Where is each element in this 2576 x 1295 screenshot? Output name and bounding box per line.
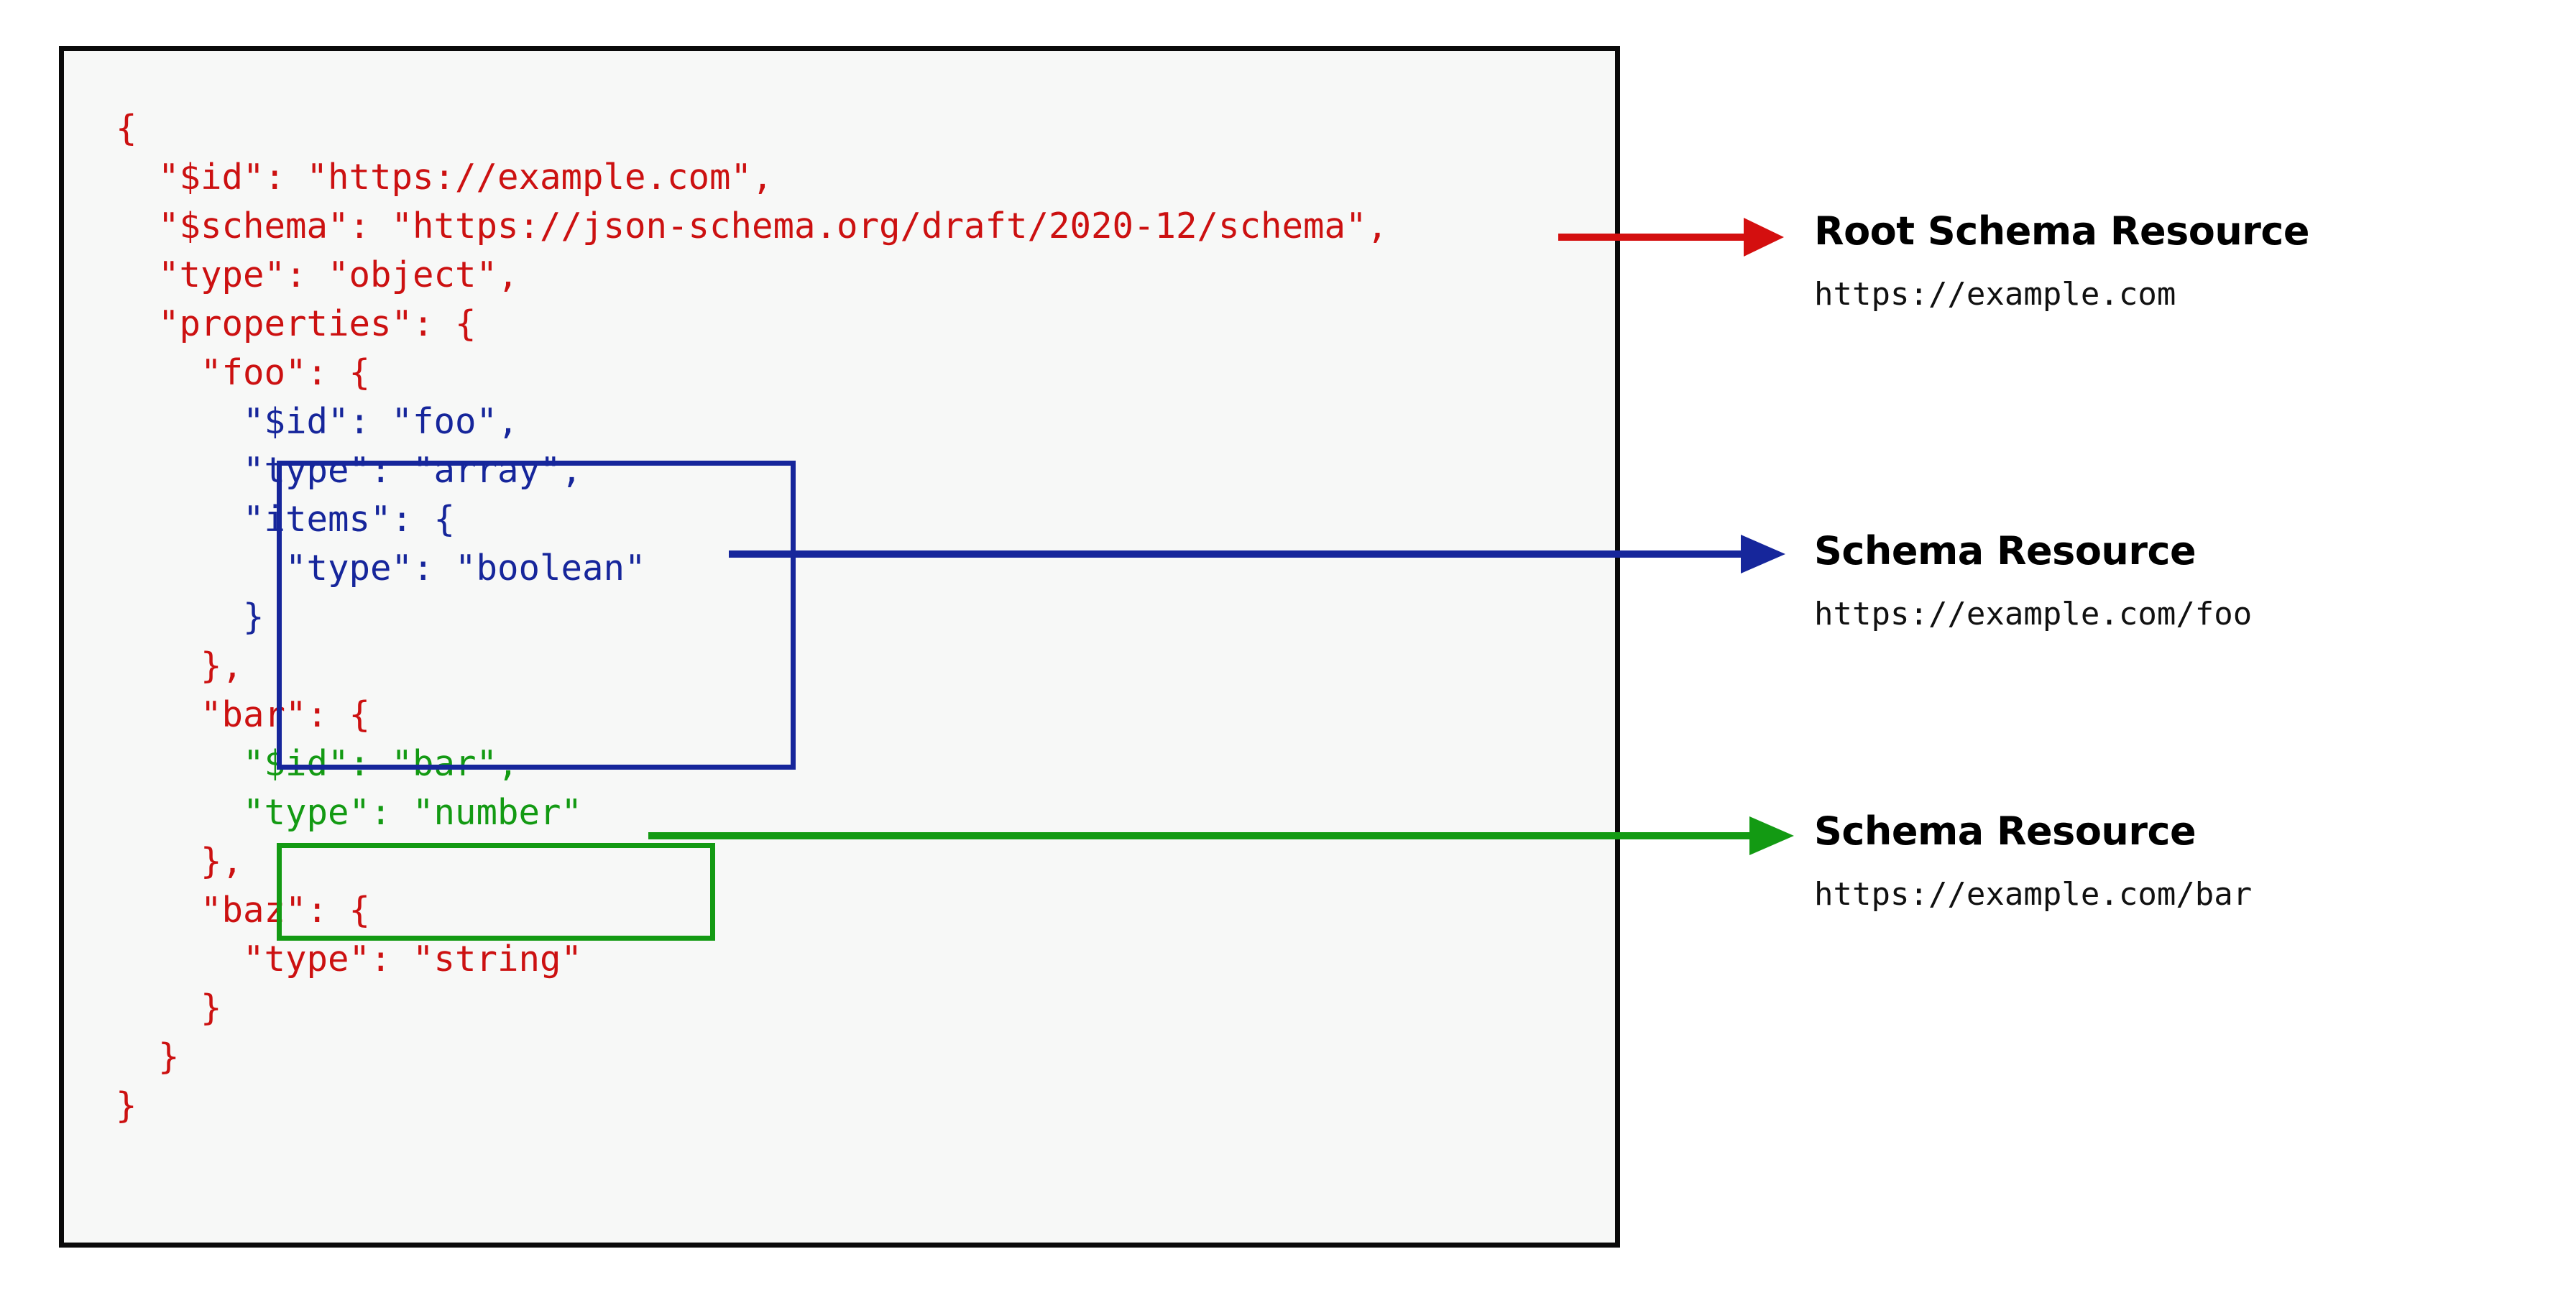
callout-title: Schema Resource — [1814, 528, 2196, 573]
arrow-head-icon — [1744, 218, 1784, 257]
callout-title: Root Schema Resource — [1814, 208, 2310, 254]
code-line: "$schema": "https://json-schema.org/draf… — [116, 206, 1389, 246]
arrow-head-icon — [1749, 816, 1794, 855]
code-line: "$id": "https://example.com", — [116, 157, 773, 198]
code-line: } — [116, 1036, 180, 1077]
json-schema-code-panel: { "$id": "https://example.com", "$schema… — [59, 46, 1620, 1248]
code-line: "type": "object", — [116, 254, 519, 295]
code-line: }, — [116, 841, 244, 882]
arrow-shaft — [1558, 234, 1754, 241]
code-line: "type": "number" — [116, 792, 583, 833]
code-line: } — [116, 987, 222, 1028]
callout-bar-schema-resource: Schema Resource https://example.com/bar — [1814, 808, 2547, 915]
bar-schema-resource-highlight — [277, 843, 715, 941]
foo-schema-resource-highlight — [277, 461, 796, 770]
code-line: "type": "string" — [116, 939, 583, 980]
callout-title: Schema Resource — [1814, 808, 2196, 854]
code-line: "items": { — [116, 499, 456, 540]
callout-uri: https://example.com/foo — [1814, 596, 2253, 632]
callout-uri: https://example.com — [1814, 276, 2176, 313]
callout-foo-schema-resource: Schema Resource https://example.com/foo — [1814, 528, 2547, 635]
code-line: "type": "boolean" — [116, 548, 646, 589]
callout-root-schema-resource: Root Schema Resource https://example.com — [1814, 208, 2547, 315]
arrow-shaft — [648, 832, 1757, 839]
code-line: } — [116, 596, 264, 637]
code-line: "$id": "foo", — [116, 401, 519, 442]
code-line: "baz": { — [116, 890, 371, 931]
code-line: }, — [116, 645, 244, 686]
code-line: "foo": { — [116, 352, 371, 393]
code-line: "type": "array", — [116, 450, 583, 491]
code-line: "$id": "bar", — [116, 743, 519, 784]
code-line: "properties": { — [116, 303, 477, 344]
arrow-head-icon — [1741, 535, 1785, 573]
json-schema-code: { "$id": "https://example.com", "$schema… — [116, 104, 1388, 1130]
code-line: "bar": { — [116, 694, 371, 735]
arrow-shaft — [729, 550, 1748, 558]
code-line: } — [116, 1085, 137, 1126]
code-line: { — [116, 108, 137, 149]
callout-uri: https://example.com/bar — [1814, 876, 2253, 913]
